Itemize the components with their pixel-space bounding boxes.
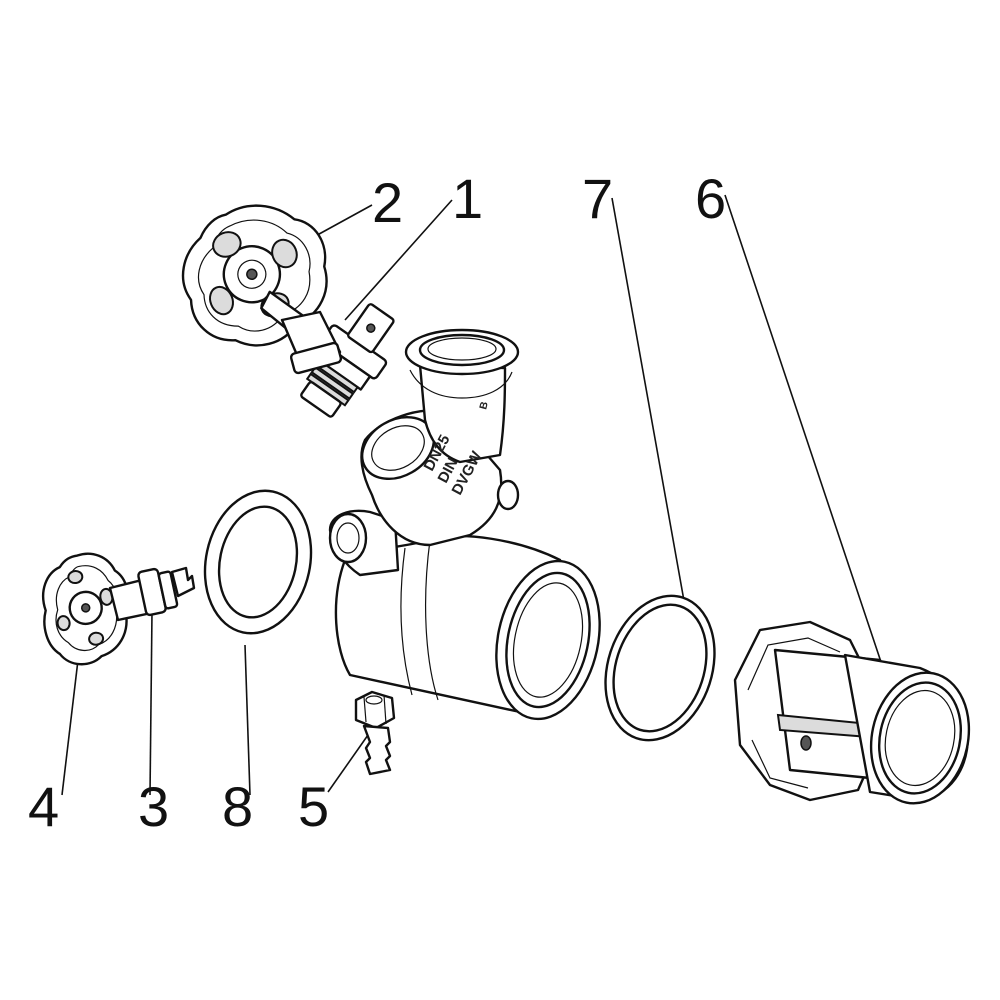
handwheel-large-stem (280, 310, 343, 375)
callout-labels: 2 1 7 6 4 3 8 5 (28, 167, 726, 838)
callout-5: 5 (298, 775, 329, 838)
leader-line-5 (327, 734, 369, 793)
leader-line-6 (724, 194, 883, 666)
callout-8: 8 (222, 775, 253, 838)
leader-lines (61, 194, 883, 796)
callout-4: 4 (28, 775, 59, 838)
seal-ring-large (604, 594, 716, 742)
handwheel-small (41, 552, 130, 666)
leader-line-4 (61, 659, 79, 796)
seal-ring-flat (203, 489, 313, 635)
leader-line-3 (149, 611, 153, 796)
callout-3: 3 (138, 775, 169, 838)
drain-valve-insert (108, 566, 196, 622)
callout-7: 7 (582, 167, 613, 230)
leader-line-7 (611, 197, 687, 613)
svg-text:B: B (477, 400, 491, 411)
hose-nozzle (354, 690, 396, 776)
handwheel-large (181, 204, 329, 352)
callout-2: 2 (372, 171, 403, 234)
valve-body: B DN25 DIN DVGW (328, 328, 601, 721)
leader-line-1 (344, 199, 453, 321)
callout-1: 1 (452, 167, 483, 230)
callout-6: 6 (695, 167, 726, 230)
leader-line-8 (244, 644, 251, 796)
union-nut-coupling (733, 620, 971, 805)
